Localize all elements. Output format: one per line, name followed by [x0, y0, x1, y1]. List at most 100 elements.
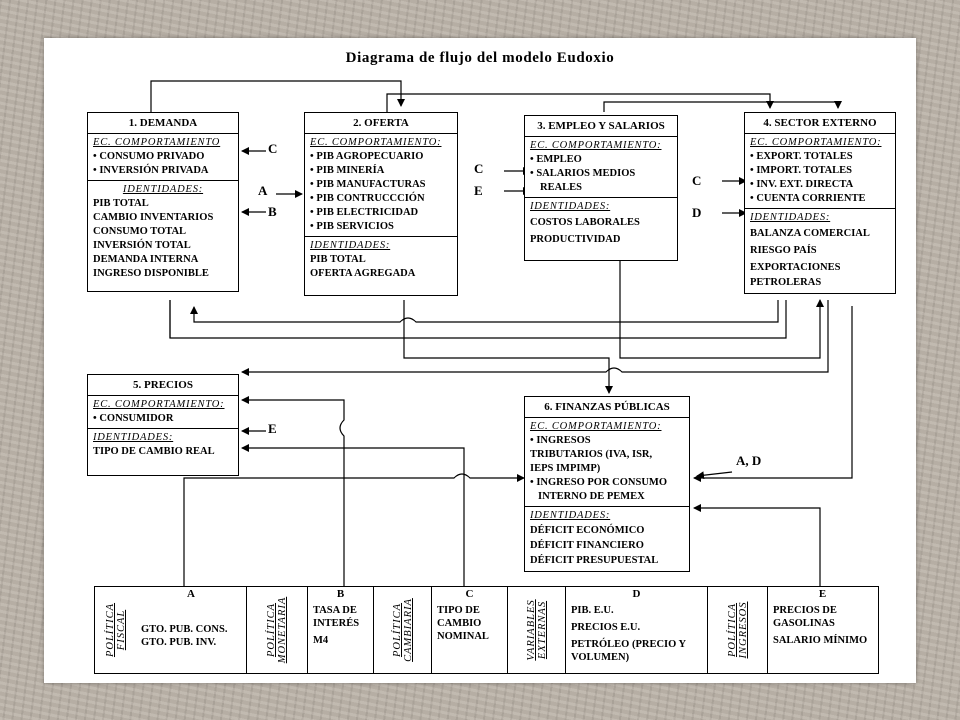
connector-top-to-externo	[603, 101, 842, 112]
box-oferta-title: 2. OFERTA	[305, 113, 457, 134]
col-ingresos-values: E PRECIOS DE GASOLINAS SALARIO MÍNIMO	[767, 587, 877, 673]
box-empleo-id-item: COSTOS LABORALES	[530, 217, 640, 228]
col-fiscal-values: A GTO. PUB. CONS. GTO. PUB. INV.	[136, 587, 246, 673]
policy-item: TIPO DE CAMBIO NOMINAL	[437, 605, 489, 642]
vlabel-externas: VARIABLES EXTERNAS	[525, 599, 548, 661]
policy-variables-table: POLÍTICA FISCAL A GTO. PUB. CONS. GTO. P…	[94, 586, 879, 674]
tag-a-d: A, D	[736, 453, 762, 468]
feed-fiscal	[183, 473, 525, 586]
tag-b: B	[268, 204, 277, 219]
tag-c: C	[692, 173, 702, 188]
box-finanzas-id-label: IDENTIDADES:	[530, 510, 611, 521]
box-empleo-ec-item: EMPLEO	[530, 153, 672, 167]
box-oferta-ec-item: PIB AGROPECUARIO	[310, 150, 452, 164]
box-demanda-id-item: CAMBIO INVENTARIOS	[93, 212, 214, 223]
letter-c: C	[465, 588, 474, 600]
col-monetaria-values: B TASA DE INTERÉS M4	[307, 587, 373, 673]
tag-c: C	[268, 141, 278, 156]
box-demanda-ec-item: CONSUMO PRIVADO	[93, 150, 233, 164]
vlabel-monetaria: POLÍTICA MONETARIA	[266, 596, 288, 664]
box-oferta-ec-item: PIB ELECTRICIDAD	[310, 206, 452, 220]
box-demanda-ec-item: INVERSIÓN PRIVADA	[93, 164, 233, 178]
box-demanda-id-item: INVERSIÓN TOTAL	[93, 240, 191, 251]
policy-item: GTO. PUB. CONS.	[141, 624, 228, 635]
box-demanda-ec-label: EC. COMPORTAMIENTO	[93, 137, 221, 148]
box-demanda-id-item: DEMANDA INTERNA	[93, 254, 199, 265]
connector-oferta-to-finanzas	[403, 300, 613, 394]
box-demanda-id-label: IDENTIDADES:	[122, 184, 204, 195]
col-monetaria-label: POLÍTICA MONETARIA	[246, 587, 307, 673]
box-externo-ec-item: INV. EXT. DIRECTA	[750, 178, 890, 192]
box-precios-ec-label: EC. COMPORTAMIENTO:	[93, 399, 225, 410]
box-externo-ec-item: IMPORT. TOTALES	[750, 164, 890, 178]
diagram-sheet: Diagrama de flujo del modelo Eudoxio	[44, 38, 916, 683]
box-externo-ec-label: EC. COMPORTAMIENTO:	[750, 137, 882, 148]
policy-item: M4	[313, 635, 329, 646]
box-empleo: 3. EMPLEO Y SALARIOS EC. COMPORTAMIENTO:…	[524, 115, 678, 261]
box-finanzas-ec-line: TRIBUTARIOS (IVA, ISR,	[530, 449, 653, 460]
box-empleo-ec-cont: REALES	[540, 182, 583, 193]
policy-item: PIB. E.U.	[571, 605, 614, 616]
feed-monetaria	[241, 396, 345, 586]
letter-e: E	[818, 588, 827, 600]
box-externo: 4. SECTOR EXTERNO EC. COMPORTAMIENTO: EX…	[744, 112, 896, 294]
letter-b: B	[336, 588, 345, 600]
box-oferta-ec-item: PIB MINERÍA	[310, 164, 452, 178]
col-ingresos-label: POLÍTICA INGRESOS	[707, 587, 767, 673]
box-externo-id-label: IDENTIDADES:	[750, 212, 831, 223]
tag-c: C	[474, 161, 484, 176]
box-oferta: 2. OFERTA EC. COMPORTAMIENTO: PIB AGROPE…	[304, 112, 458, 296]
vlabel-cambiaria: POLÍTICA CAMBIARIA	[391, 598, 414, 662]
box-precios-ec-item: CONSUMIDOR	[93, 412, 233, 426]
box-externo-id-item: RIESGO PAÍS	[750, 245, 817, 256]
box-oferta-id-label: IDENTIDADES:	[310, 240, 391, 251]
diagram-title: Diagrama de flujo del modelo Eudoxio	[345, 50, 615, 66]
vlabel-ingresos: POLÍTICA INGRESOS	[726, 601, 749, 659]
box-externo-ec-item: EXPORT. TOTALES	[750, 150, 890, 164]
box-empleo-title: 3. EMPLEO Y SALARIOS	[525, 116, 677, 137]
box-oferta-ec-item: PIB MANUFACTURAS	[310, 178, 452, 192]
box-externo-ec-item: CUENTA CORRIENTE	[750, 192, 890, 206]
tag-d: D	[692, 205, 702, 220]
letter-d: D	[632, 588, 641, 600]
policy-item: SALARIO MÍNIMO	[773, 635, 868, 646]
col-cambiaria-label: POLÍTICA CAMBIARIA	[373, 587, 431, 673]
connector-demanda-to-oferta-top	[150, 80, 405, 112]
connector-finanzas-ad	[696, 471, 733, 480]
box-empleo-ec-item: SALARIOS MEDIOS	[530, 167, 672, 181]
box-oferta-id-item: PIB TOTAL	[310, 254, 366, 265]
box-oferta-ec-label: EC. COMPORTAMIENTO:	[310, 137, 442, 148]
tag-e: E	[268, 421, 277, 436]
feed-cambiaria	[241, 444, 465, 586]
box-oferta-id-item: OFERTA AGREGADA	[310, 268, 416, 279]
box-finanzas-ec-line: INGRESOS	[530, 434, 684, 448]
tag-a: A	[258, 183, 268, 198]
flow-connectors	[150, 80, 853, 586]
connector-oferta-to-externo-top	[386, 93, 774, 112]
connector-empleo-to-externo	[619, 260, 824, 359]
box-finanzas-ec-line: INGRESO POR CONSUMO	[530, 476, 684, 490]
box-empleo-id-label: IDENTIDADES:	[530, 201, 611, 212]
letter-a: A	[187, 588, 195, 600]
box-finanzas-id-item: DÉFICIT FINANCIERO	[530, 540, 644, 551]
box-empleo-id-item: PRODUCTIVIDAD	[530, 234, 621, 245]
box-oferta-ec-item: PIB SERVICIOS	[310, 220, 452, 234]
box-precios-id-item: TIPO DE CAMBIO REAL	[93, 446, 215, 457]
feed-ingresos	[693, 504, 821, 586]
connector-externo-to-oferta	[169, 300, 787, 339]
policy-item: GTO. PUB. INV.	[141, 637, 217, 648]
policy-item: PRECIOS DE GASOLINAS	[773, 605, 837, 629]
box-oferta-ec-item: PIB CONTRUCCCIÓN	[310, 192, 452, 206]
col-cambiaria-values: C TIPO DE CAMBIO NOMINAL	[431, 587, 507, 673]
policy-item: PRECIOS E.U.	[571, 622, 641, 633]
box-finanzas-title: 6. FINANZAS PÚBLICAS	[525, 397, 689, 418]
box-precios-id-label: IDENTIDADES:	[93, 432, 174, 443]
connector-finanzas-up	[693, 306, 853, 482]
box-finanzas: 6. FINANZAS PÚBLICAS EC. COMPORTAMIENTO:…	[524, 396, 690, 572]
box-demanda-title: 1. DEMANDA	[88, 113, 238, 134]
box-demanda-id-item: INGRESO DISPONIBLE	[93, 268, 209, 279]
policy-item: TASA DE INTERÉS	[313, 605, 360, 629]
col-externas-values: D PIB. E.U. PRECIOS E.U. PETRÓLEO (PRECI…	[565, 587, 707, 673]
box-finanzas-id-item: DÉFICIT PRESUPUESTAL	[530, 555, 659, 566]
box-demanda-id-item: CONSUMO TOTAL	[93, 226, 187, 237]
